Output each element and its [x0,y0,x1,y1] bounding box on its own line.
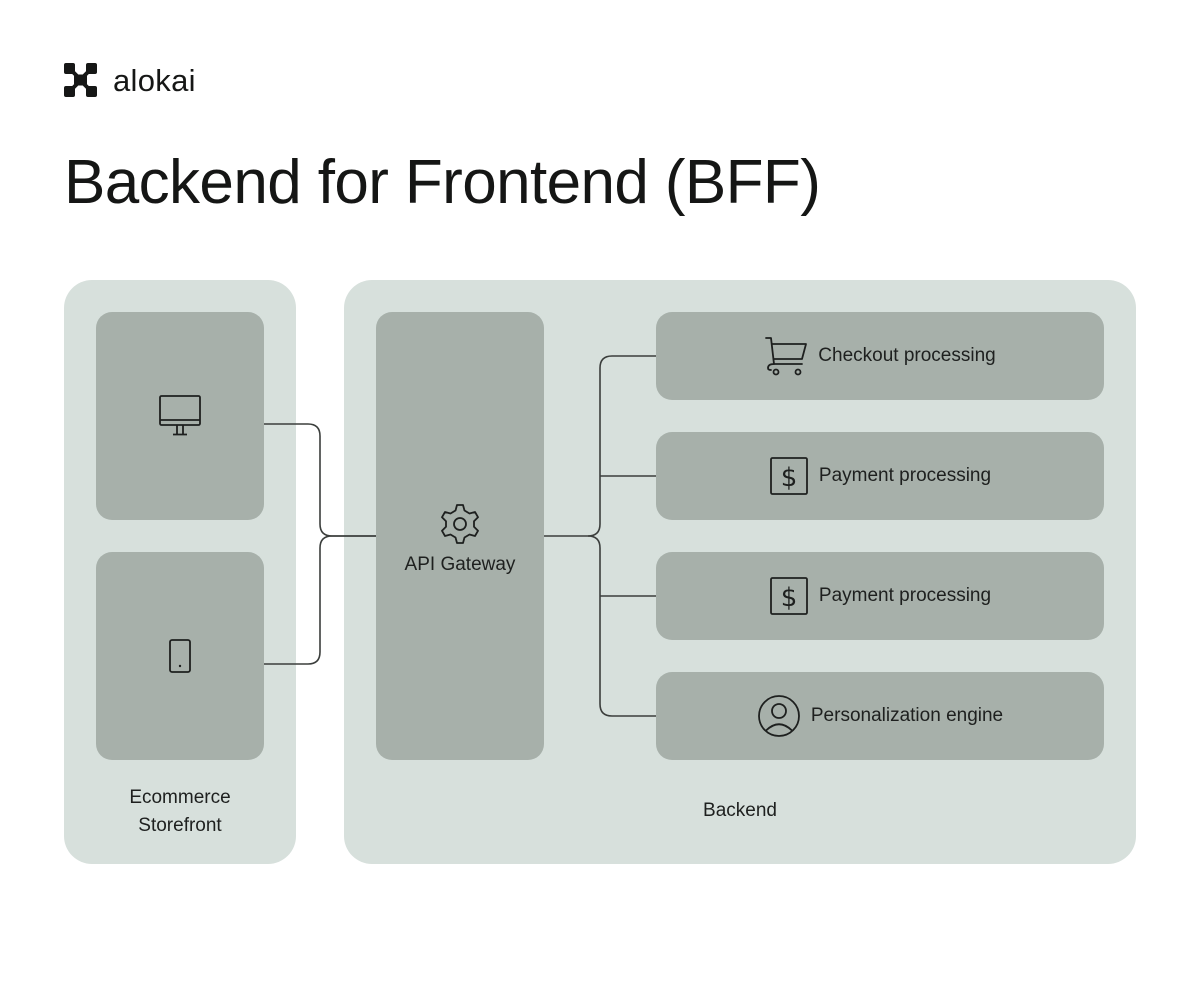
user-circle-icon [757,695,800,737]
alokai-logo-icon [64,63,97,97]
storefront-label: Ecommerce Storefront [64,784,296,840]
mobile-device-box [96,552,264,760]
service-label: Personalization engine [810,705,1004,726]
gear-icon [441,504,479,544]
desktop-device-box [96,312,264,520]
svg-text:$: $ [781,583,798,613]
api-gateway: API Gateway [376,502,544,576]
dollar-icon: $ [770,457,808,495]
backend-label: Backend [703,800,777,821]
shopping-cart-icon [765,337,808,376]
service-label: Payment processing [818,585,992,606]
svg-text:$: $ [781,463,798,493]
brand-name: alokai [113,62,196,98]
desktop-monitor-icon [159,395,201,436]
service-label: Payment processing [818,465,992,486]
connector-mobile-to-gateway [264,535,376,665]
service-personalization: Personalization engine [656,672,1104,760]
page-title: Backend for Frontend (BFF) [64,148,821,217]
service-payment-1: $ Payment processing [656,432,1104,520]
service-payment-2: $ Payment processing [656,552,1104,640]
api-gateway-box [376,312,544,760]
service-checkout: Checkout processing [656,312,1104,400]
storefront-label-line1: Ecommerce [129,787,231,808]
dollar-icon: $ [770,577,808,615]
service-label: Checkout processing [818,345,996,366]
connector-desktop-to-gateway [264,423,376,537]
api-gateway-label: API Gateway [404,554,516,575]
brand-logo: alokai [64,62,196,98]
connector-to-personalization [587,535,656,717]
connector-to-checkout [587,355,656,537]
storefront-label-line2: Storefront [138,815,222,836]
mobile-phone-icon [169,639,191,673]
